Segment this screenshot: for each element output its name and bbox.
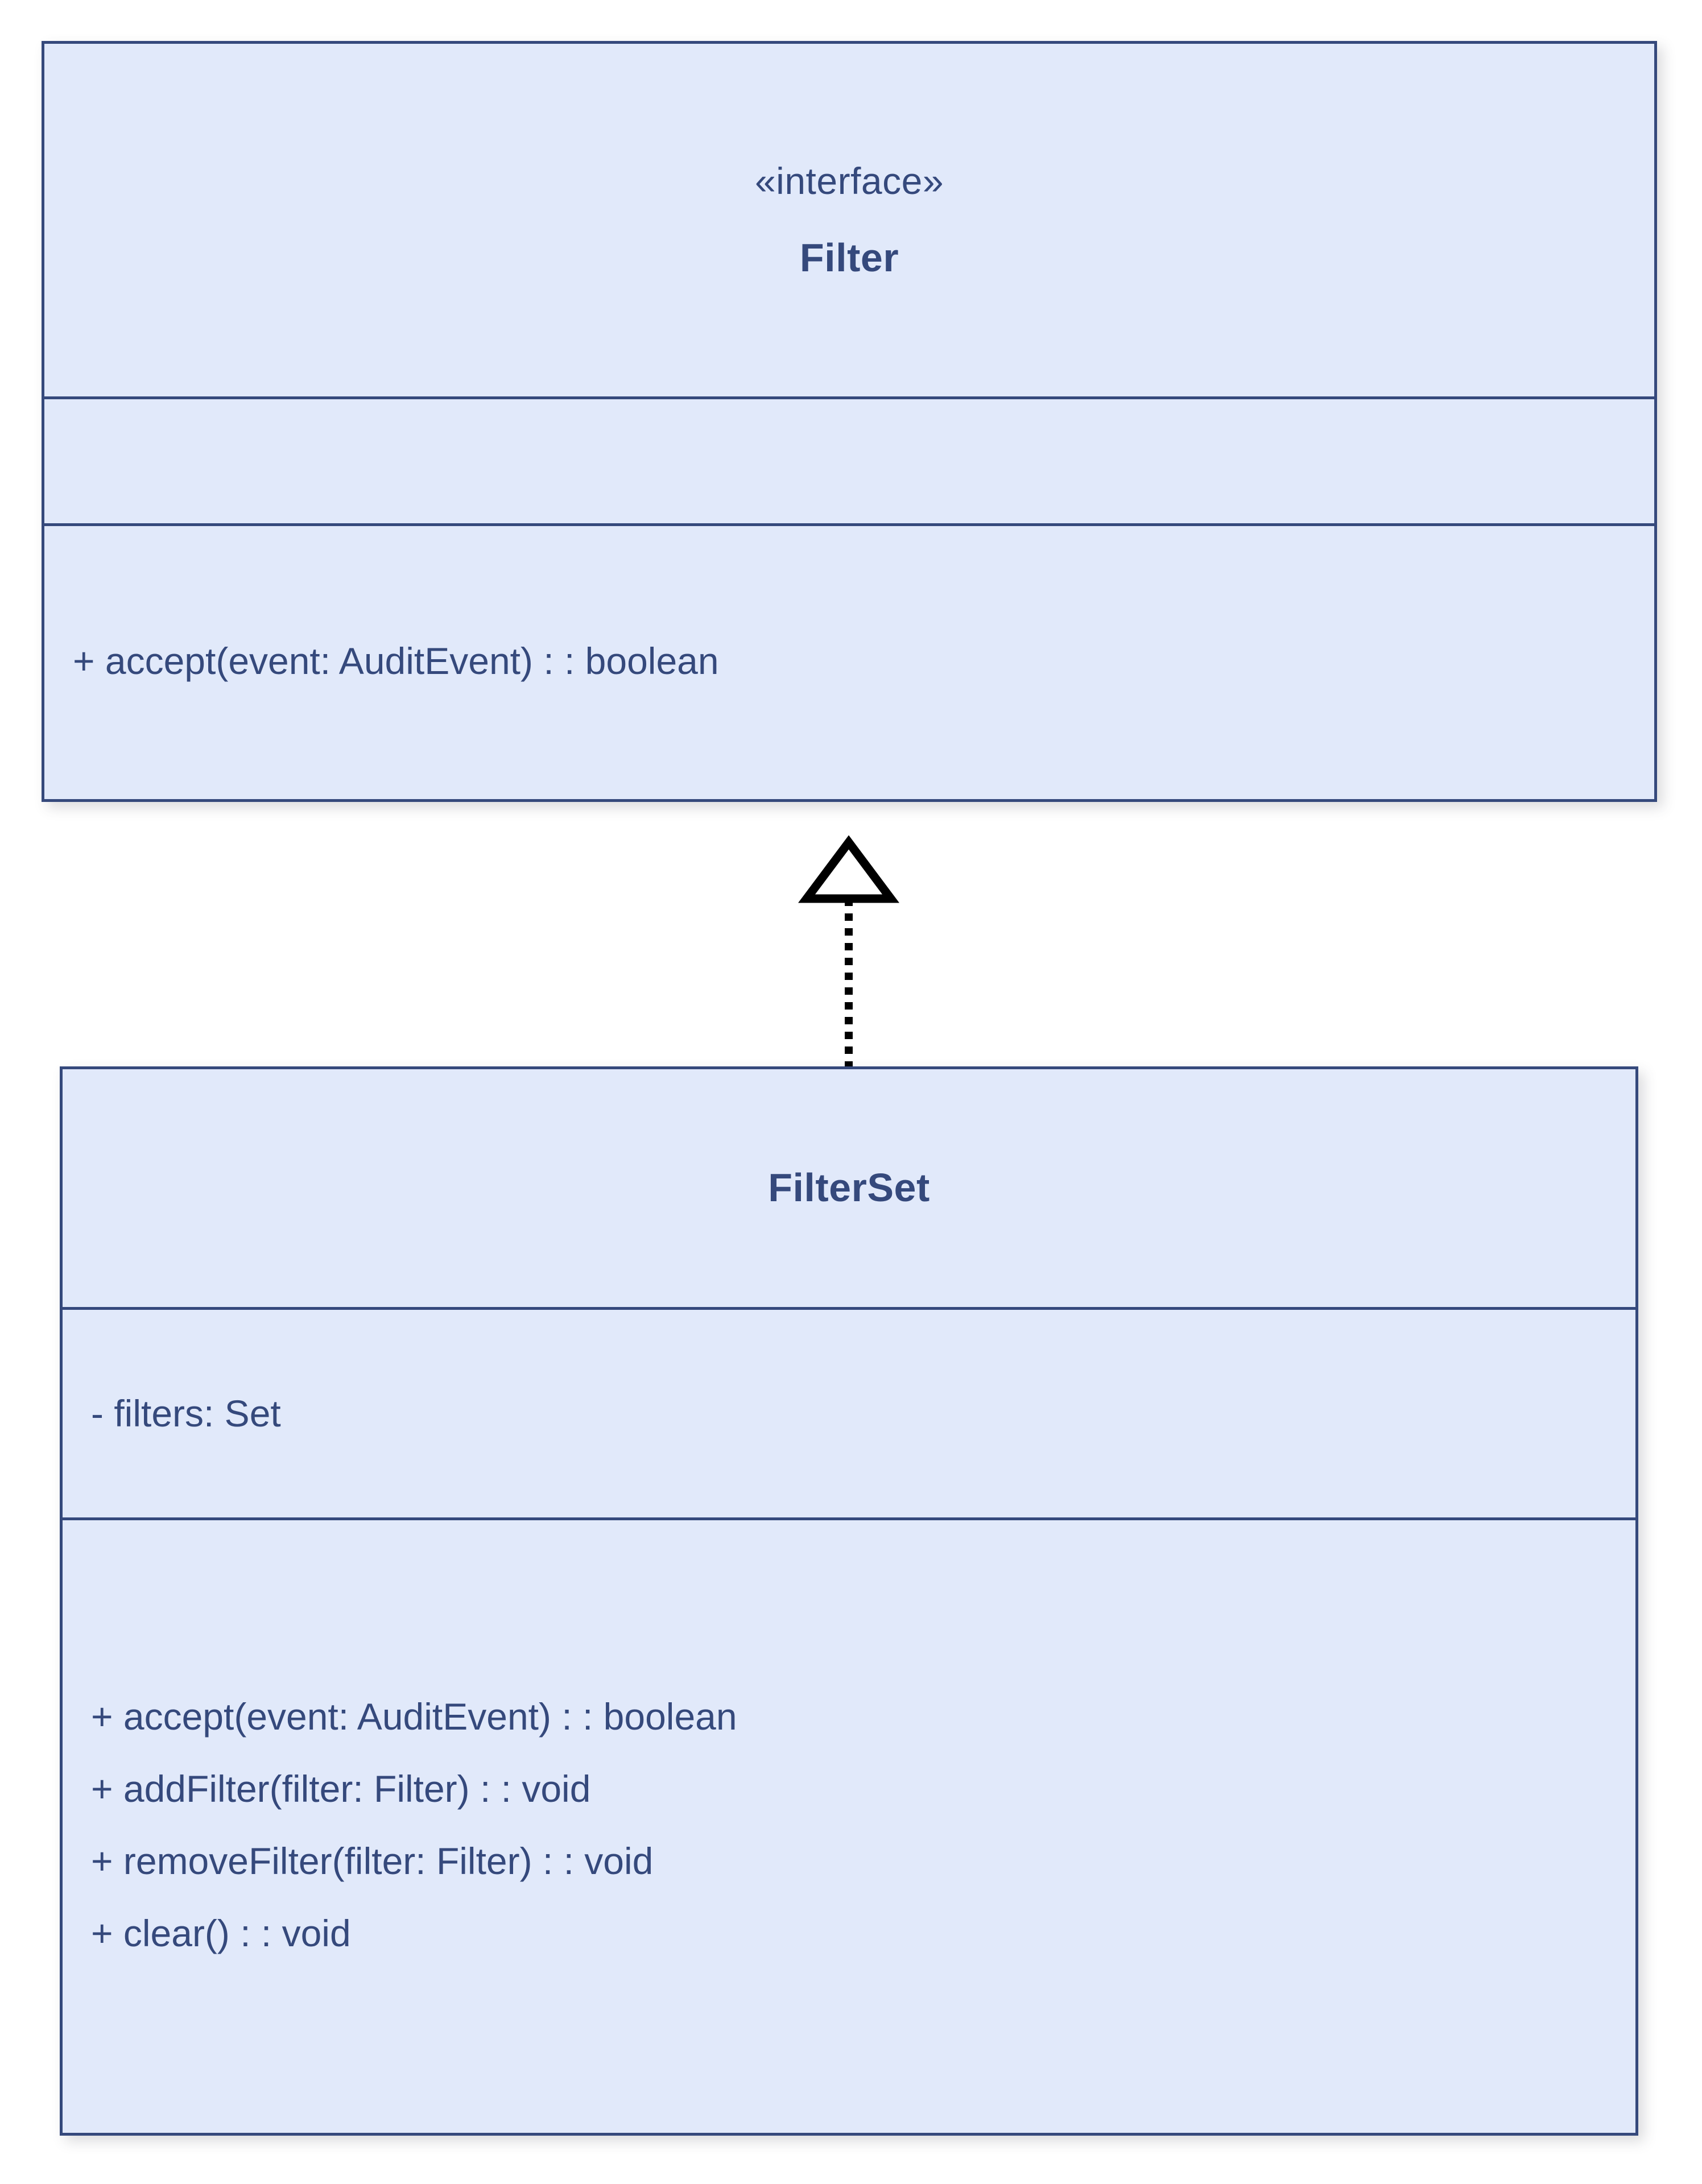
hollow-triangle-arrowhead (798, 835, 899, 903)
class-name-filterset: FilterSet (768, 1165, 930, 1210)
class-header-filter: «interface» Filter (44, 44, 1654, 396)
class-header-filterset: FilterSet (63, 1069, 1635, 1307)
class-operations-filter: + accept(event: AuditEvent) : : boolean (44, 523, 1654, 796)
class-attributes-filter (44, 396, 1654, 523)
operation-row: + clear() : : void (91, 1912, 351, 1955)
class-stereotype: «interface» (754, 159, 944, 202)
class-attributes-filterset: - filters: Set (63, 1307, 1635, 1517)
class-name-filter: Filter (799, 235, 899, 280)
operation-row: + accept(event: AuditEvent) : : boolean (73, 639, 719, 682)
realization-connector (796, 833, 904, 1072)
operation-row: + accept(event: AuditEvent) : : boolean (91, 1695, 737, 1738)
realization-arrow-svg (798, 835, 899, 1069)
uml-class-filterset[interactable]: FilterSet - filters: Set + accept(event:… (60, 1066, 1638, 2136)
attribute-row: - filters: Set (91, 1392, 281, 1434)
operation-row: + addFilter(filter: Filter) : : void (91, 1767, 591, 1810)
class-operations-filterset: + accept(event: AuditEvent) : : boolean … (63, 1517, 1635, 2130)
uml-class-filter[interactable]: «interface» Filter + accept(event: Audit… (42, 41, 1657, 802)
operation-row: + removeFilter(filter: Filter) : : void (91, 1840, 654, 1882)
